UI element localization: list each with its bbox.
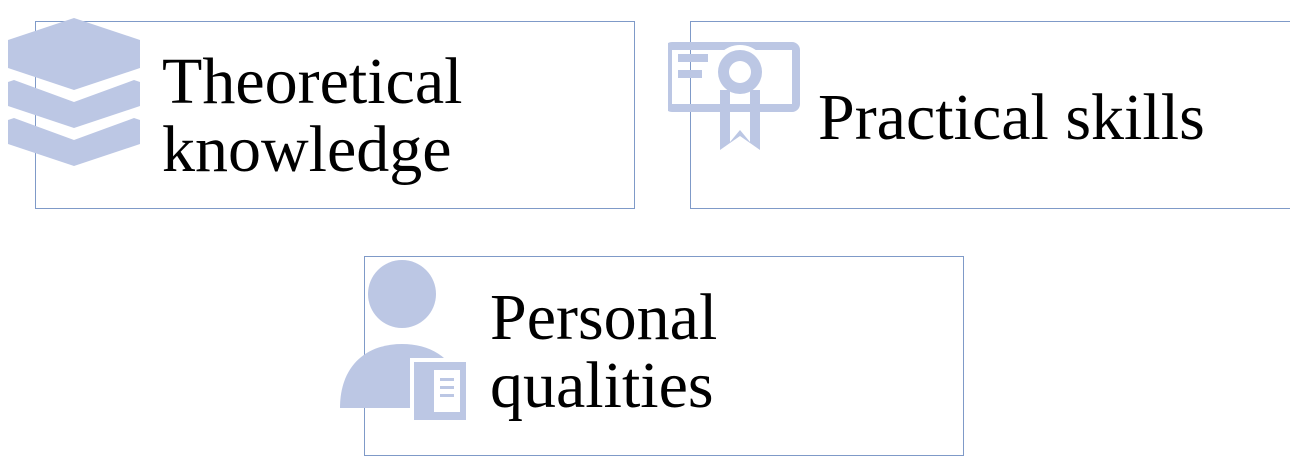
card-label-practical-skills: Practical skills	[818, 84, 1205, 152]
card-label-personal-qualities: Personal qualities	[490, 284, 717, 420]
person-with-book-icon	[336, 258, 472, 439]
card-practical-skills	[690, 21, 1290, 209]
card-label-line: Practical skills	[818, 81, 1205, 154]
card-label-line: qualities	[490, 349, 714, 422]
stacked-layers-icon	[8, 10, 140, 176]
card-label-theoretical-knowledge: Theoretical knowledge	[162, 48, 462, 184]
card-label-line: knowledge	[162, 113, 452, 186]
card-label-line: Personal	[490, 281, 718, 354]
card-label-line: Theoretical	[162, 45, 463, 118]
certificate-award-icon	[668, 38, 800, 150]
